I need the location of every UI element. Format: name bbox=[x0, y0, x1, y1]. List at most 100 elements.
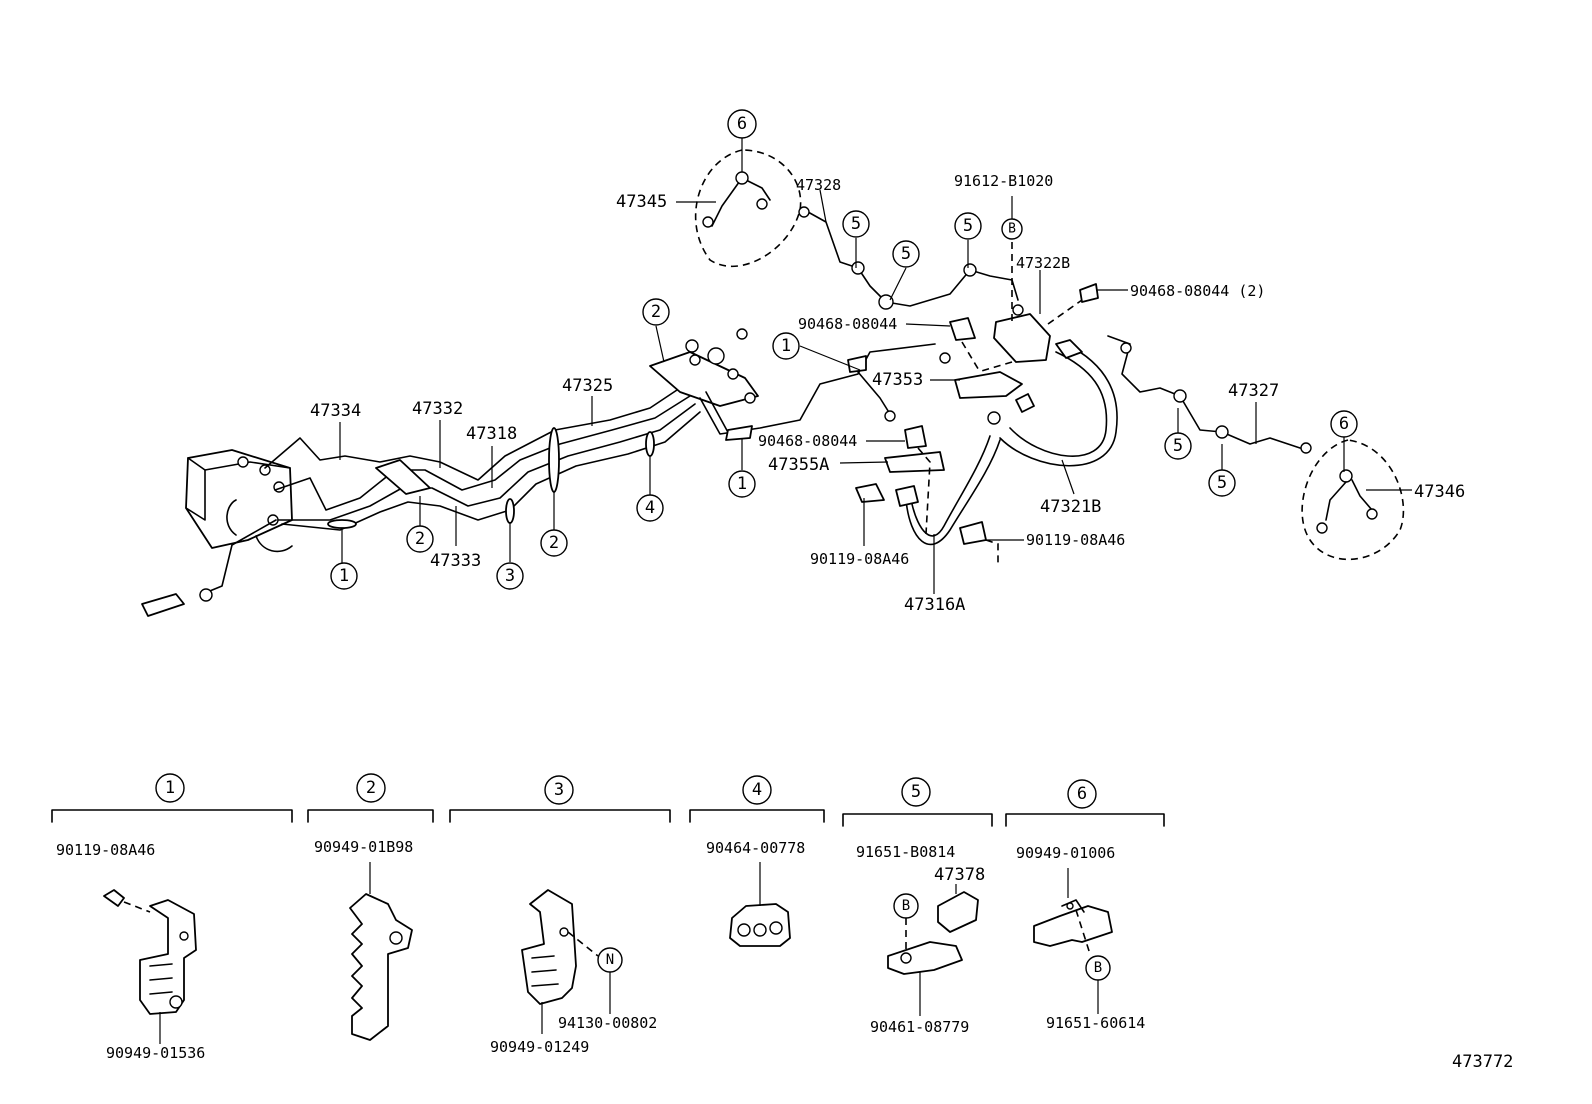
label-47333: 47333 bbox=[430, 551, 481, 571]
clamp-2-marker bbox=[375, 459, 431, 495]
right-backing-plate bbox=[1301, 439, 1405, 561]
bracket-47353 bbox=[954, 371, 1023, 399]
label-47353: 47353 bbox=[872, 370, 923, 390]
callout-5-b: 5 bbox=[892, 240, 920, 268]
clamp-3-drawing bbox=[521, 889, 599, 1034]
svg-text:5: 5 bbox=[1217, 473, 1227, 493]
label-90468-08044-upper: 90468-08044 bbox=[798, 315, 897, 333]
label-91612-B1020: 91612-B1020 bbox=[954, 172, 1053, 190]
label-47332: 47332 bbox=[412, 399, 463, 419]
callout-2-center: 2 bbox=[642, 298, 670, 326]
junction-block-47322B bbox=[993, 313, 1051, 363]
legend-part-91651-B0814: 91651-B0814 bbox=[856, 843, 955, 861]
svg-text:5: 5 bbox=[1173, 436, 1183, 456]
callout-5-c: 5 bbox=[954, 212, 982, 240]
svg-text:B: B bbox=[1094, 960, 1102, 976]
callout-2-b: 2 bbox=[540, 529, 568, 557]
svg-text:2: 2 bbox=[415, 529, 425, 549]
left-backing-plate bbox=[694, 149, 802, 268]
label-47328: 47328 bbox=[796, 176, 841, 194]
svg-text:5: 5 bbox=[851, 214, 861, 234]
svg-text:2: 2 bbox=[366, 778, 376, 798]
legend-part-90949-01249: 90949-01249 bbox=[490, 1038, 589, 1056]
clamp-3-marker bbox=[505, 498, 515, 524]
label-47355A: 47355A bbox=[768, 455, 829, 475]
svg-text:5: 5 bbox=[963, 216, 973, 236]
label-90468-08044-2: 90468-08044 (2) bbox=[1130, 282, 1265, 300]
flex-hose-47316A bbox=[905, 439, 1001, 546]
svg-text:2: 2 bbox=[549, 533, 559, 553]
drawing-id: 473772 bbox=[1452, 1052, 1513, 1072]
legend-callout-2: 2 bbox=[356, 773, 386, 803]
svg-text:B: B bbox=[902, 898, 910, 914]
callout-1-lower: 1 bbox=[728, 470, 756, 498]
clamp-5-drawing bbox=[887, 884, 979, 1016]
label-47322B: 47322B bbox=[1016, 254, 1070, 272]
legend-callout-3: 3 bbox=[544, 775, 574, 805]
upper-assembly: 47345 47328 91612-B1020 47322B 90468-080… bbox=[141, 109, 1465, 617]
label-47321B: 47321B bbox=[1040, 497, 1101, 517]
label-47327: 47327 bbox=[1228, 381, 1279, 401]
callout-5-a: 5 bbox=[842, 210, 870, 238]
legend-part-90461-08779: 90461-08779 bbox=[870, 1018, 969, 1036]
legend-part-90119-08A46: 90119-08A46 bbox=[56, 841, 155, 859]
label-90119-08A46-right: 90119-08A46 bbox=[1026, 531, 1125, 549]
callout-1-left: 1 bbox=[330, 562, 358, 590]
svg-text:6: 6 bbox=[1339, 414, 1349, 434]
legend-callout-b-6: B bbox=[1085, 955, 1111, 981]
callout-6-left: 6 bbox=[727, 109, 757, 139]
callout-3: 3 bbox=[496, 562, 524, 590]
legend-callout-1: 1 bbox=[155, 773, 185, 803]
label-47345: 47345 bbox=[616, 192, 667, 212]
legend-part-47378: 47378 bbox=[934, 865, 985, 885]
clamp-4-marker bbox=[645, 431, 655, 457]
svg-text:N: N bbox=[606, 952, 614, 968]
label-47334: 47334 bbox=[310, 401, 361, 421]
svg-text:2: 2 bbox=[651, 302, 661, 322]
svg-text:1: 1 bbox=[339, 566, 349, 586]
svg-text:4: 4 bbox=[645, 498, 655, 518]
legend-part-94130-00802: 94130-00802 bbox=[558, 1014, 657, 1032]
legend-part-90464-00778: 90464-00778 bbox=[706, 839, 805, 857]
svg-text:6: 6 bbox=[1077, 784, 1087, 804]
svg-text:4: 4 bbox=[752, 780, 762, 800]
lower-left-joint bbox=[141, 593, 185, 617]
label-47318: 47318 bbox=[466, 424, 517, 444]
label-90119-08A46-left: 90119-08A46 bbox=[810, 550, 909, 568]
legend-callout-4: 4 bbox=[742, 775, 772, 805]
legend-part-90949-01B98: 90949-01B98 bbox=[314, 838, 413, 856]
svg-text:1: 1 bbox=[737, 474, 747, 494]
callout-5-e: 5 bbox=[1208, 469, 1236, 497]
svg-text:5: 5 bbox=[901, 244, 911, 264]
legend-callout-6: 6 bbox=[1067, 779, 1097, 809]
svg-text:6: 6 bbox=[737, 114, 747, 134]
svg-text:1: 1 bbox=[165, 778, 175, 798]
clamp-1-drawing bbox=[103, 889, 197, 1044]
callout-5-d: 5 bbox=[1164, 432, 1192, 460]
callout-1-upper: 1 bbox=[772, 332, 800, 360]
legend-part-90949-01536: 90949-01536 bbox=[106, 1044, 205, 1062]
callout-6-right: 6 bbox=[1330, 410, 1358, 438]
legend-callout-b-5: B bbox=[893, 893, 919, 919]
svg-text:1: 1 bbox=[781, 336, 791, 356]
clamp-6-drawing bbox=[1033, 868, 1113, 955]
callout-2-a: 2 bbox=[406, 525, 434, 553]
svg-text:3: 3 bbox=[505, 566, 515, 586]
label-47325: 47325 bbox=[562, 376, 613, 396]
label-90468-08044-lower: 90468-08044 bbox=[758, 432, 857, 450]
clamp-2-drawing bbox=[349, 862, 413, 1041]
clamp-2b-marker bbox=[548, 427, 560, 493]
svg-text:3: 3 bbox=[554, 780, 564, 800]
callout-4: 4 bbox=[636, 494, 664, 522]
clamp-legend: 1 2 3 4 5 6 90119-08A46 90949-01536 9094… bbox=[51, 773, 1165, 1062]
clamp-1-marker bbox=[327, 519, 357, 529]
label-47346: 47346 bbox=[1414, 482, 1465, 502]
svg-text:B: B bbox=[1008, 222, 1016, 237]
legend-callout-n: N bbox=[597, 947, 623, 973]
callout-b-top: B bbox=[1001, 218, 1023, 240]
legend-part-91651-60614: 91651-60614 bbox=[1046, 1014, 1145, 1032]
legend-part-90949-01006: 90949-01006 bbox=[1016, 844, 1115, 862]
label-47316A: 47316A bbox=[904, 595, 965, 615]
